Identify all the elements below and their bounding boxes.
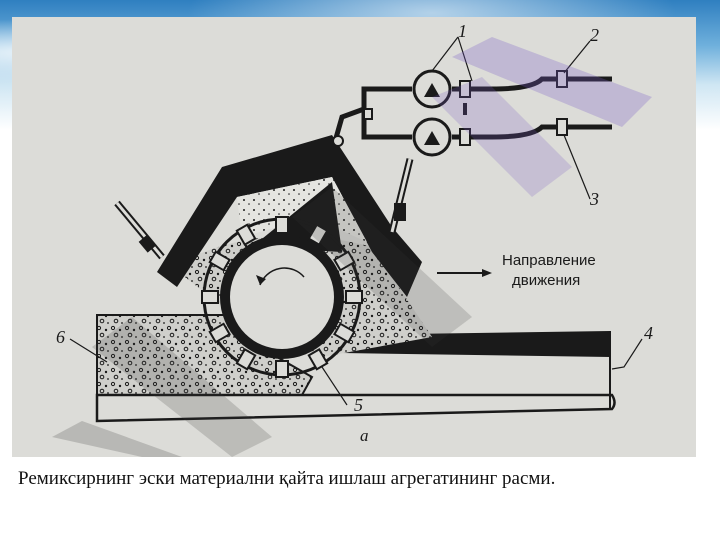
pumps: [412, 69, 452, 157]
milling-drum: [201, 216, 363, 378]
figure-caption: Ремиксирнинг эски материални қайта ишлаш…: [18, 468, 556, 489]
callout-4: 4: [644, 323, 653, 343]
watermark: [52, 37, 652, 457]
base-layer: [95, 393, 616, 423]
callout-3: 3: [589, 189, 599, 209]
remixer-diagram: 1 2 3 4 5 6 Направление движения а: [52, 21, 653, 457]
left-hydraulic-cylinder: [114, 200, 165, 260]
direction-label-line2: движения: [512, 272, 580, 289]
right-hydraulic-cylinder: [388, 158, 414, 233]
direction-arrow: [437, 269, 492, 277]
callout-1: 1: [458, 21, 467, 41]
supply-pipes: [331, 76, 612, 146]
subfigure-label: а: [360, 426, 369, 445]
callout-2: 2: [590, 25, 599, 45]
mixing-hood: [157, 135, 422, 297]
direction-label-line1: Направление: [502, 252, 596, 269]
callout-leaders: [69, 36, 643, 406]
diagram-photo: 1 2 3 4 5 6 Направление движения а: [12, 17, 696, 457]
callout-6: 6: [56, 327, 65, 347]
pipe-valves: [332, 70, 568, 147]
callout-5: 5: [354, 395, 363, 415]
